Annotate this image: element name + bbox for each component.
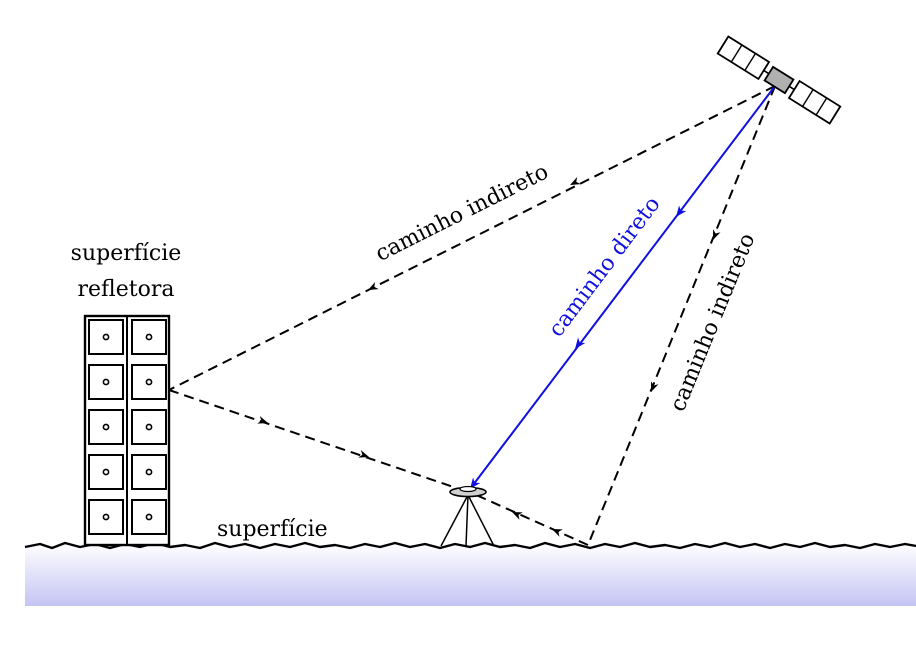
indirect-path-label-top: caminho indireto: [372, 160, 553, 267]
direct-path-line: [469, 85, 776, 490]
building-window: [131, 499, 167, 535]
gnss-antenna-tripod-icon: [440, 485, 495, 547]
arrowhead: [257, 415, 268, 424]
direct-path: [469, 85, 776, 490]
building-window: [131, 454, 167, 490]
indirect-path-label-right: caminho indireto: [666, 230, 761, 415]
path-satellite-to-ground: [587, 85, 776, 546]
arrowhead: [358, 449, 369, 458]
arrowhead: [552, 529, 563, 537]
building-window: [88, 364, 124, 400]
building-window: [131, 319, 167, 355]
building-icon: [83, 314, 171, 547]
ground: [24, 541, 916, 606]
indirect-paths: [168, 85, 776, 546]
building-window: [88, 319, 124, 355]
path-ground-to-receiver: [473, 493, 589, 546]
arrowhead: [368, 281, 379, 290]
direct-path-label: caminho direto: [544, 192, 666, 342]
arrowhead: [575, 337, 586, 349]
reflective-surface-label-line2: refletora: [78, 277, 175, 302]
building-windows: [88, 319, 167, 535]
building-window: [131, 409, 167, 445]
arrowhead: [512, 512, 523, 520]
path-satellite-to-building: [168, 85, 776, 391]
building-window: [88, 454, 124, 490]
ground-surface-line: [24, 541, 916, 550]
path-building-to-receiver: [168, 389, 469, 493]
reflective-surface-label-line1: superfície: [71, 241, 182, 266]
ground-fill: [25, 543, 916, 606]
building-window: [88, 499, 124, 535]
ground-surface-label: superfície: [217, 517, 328, 542]
arrowhead: [470, 477, 481, 489]
arrowhead: [651, 381, 659, 392]
indirect-arrowheads: [257, 176, 721, 537]
arrowhead: [713, 229, 721, 240]
arrowhead: [570, 176, 581, 185]
arrowhead: [676, 205, 687, 217]
building-window: [88, 409, 124, 445]
building-window: [131, 364, 167, 400]
satellite-icon: [716, 35, 842, 125]
